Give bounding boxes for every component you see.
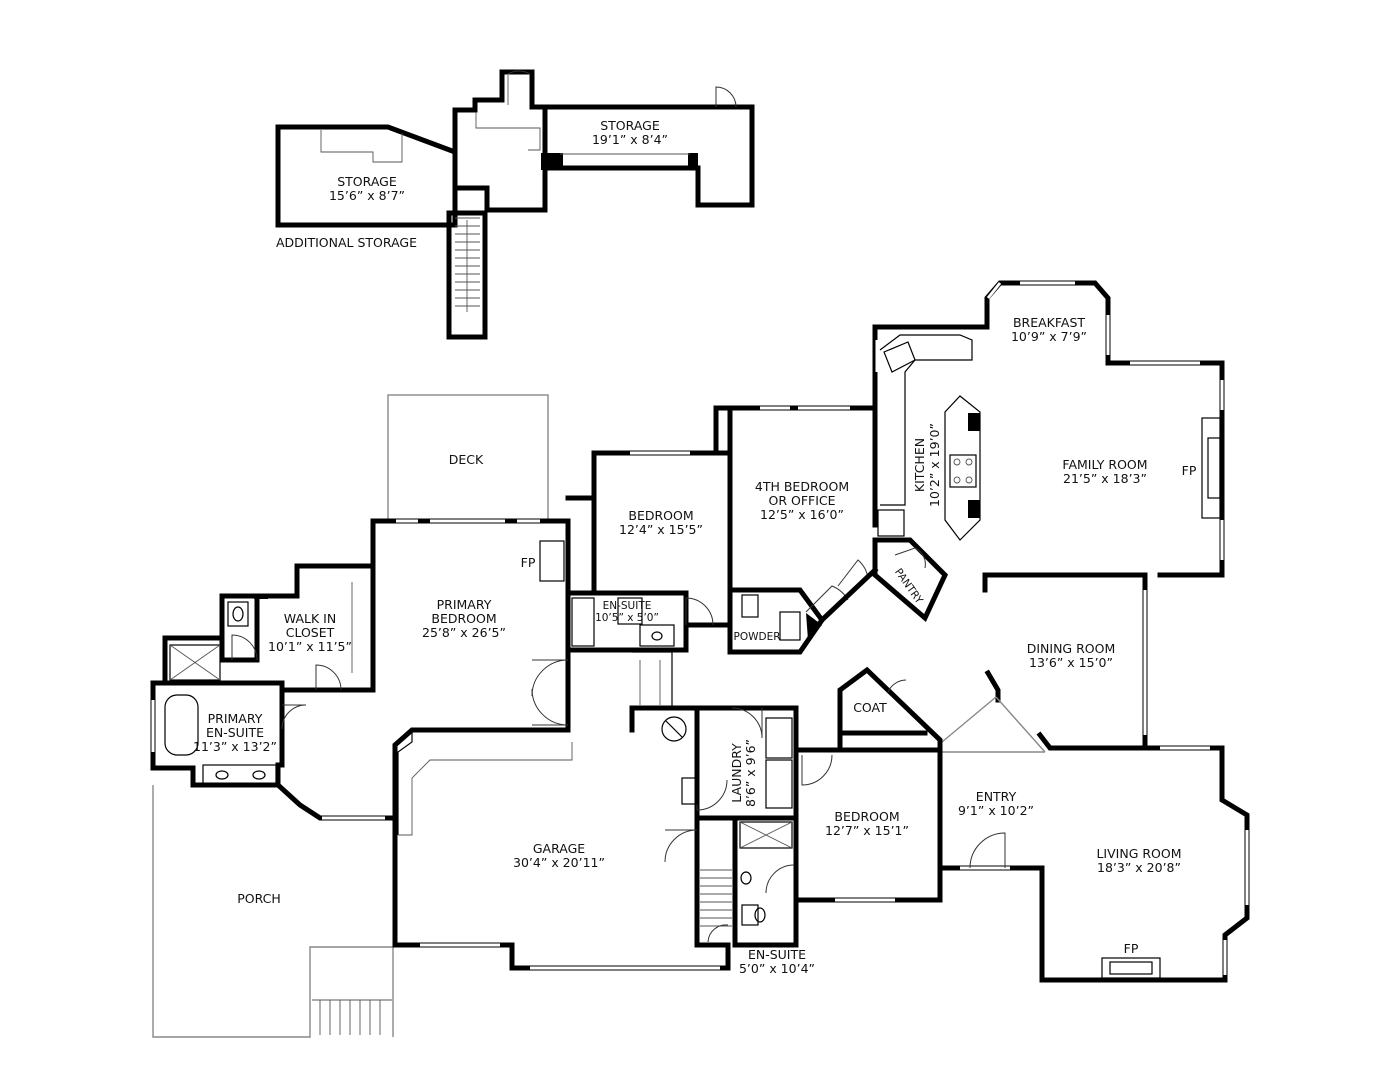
deck-name: DECK xyxy=(449,452,484,467)
walk-in-closet-name-2: CLOSET xyxy=(286,625,335,640)
garage-name: GARAGE xyxy=(533,841,585,856)
family-room-dims: 21’5” x 18’3” xyxy=(1063,471,1147,486)
breakfast-dims: 10’9” x 7’9” xyxy=(1011,329,1087,344)
bedroom-upper-name: BEDROOM xyxy=(628,508,693,523)
main-floor xyxy=(150,280,1250,1038)
laundry-dims: 8’6” x 9’6” xyxy=(743,739,758,807)
primary-bedroom-name-1: PRIMARY xyxy=(437,597,492,612)
primary-en-suite-name-2: EN-SUITE xyxy=(206,725,264,740)
bedroom-upper-dims: 12’4” x 15’5” xyxy=(619,522,703,537)
family-room-fireplace: FP xyxy=(1182,463,1197,478)
storage-left-dims: 15’6” x 8’7” xyxy=(329,188,405,203)
storage-right-dims: 19’1” x 8’4” xyxy=(592,132,668,147)
laundry-name: LAUNDRY xyxy=(729,743,744,803)
kitchen-dims: 10’2” x 19’0” xyxy=(927,423,942,507)
dining-room-dims: 13’6” x 15’0” xyxy=(1029,655,1113,670)
living-room-name: LIVING ROOM xyxy=(1096,846,1181,861)
powder-name: POWDER xyxy=(734,631,781,643)
pantry-name: PANTRY xyxy=(892,566,925,606)
additional-storage-caption: ADDITIONAL STORAGE xyxy=(276,235,417,250)
primary-en-suite-name-1: PRIMARY xyxy=(208,711,263,726)
coat-name: COAT xyxy=(853,700,887,715)
walk-in-closet-dims: 10’1” x 11’5” xyxy=(268,639,352,654)
living-room-dims: 18’3” x 20’8” xyxy=(1097,860,1181,875)
garage-dims: 30’4” x 20’11” xyxy=(513,855,605,870)
storage-left-name: STORAGE xyxy=(337,174,397,189)
labels: STORAGE 15’6” x 8’7” STORAGE 19’1” x 8’4… xyxy=(193,118,1197,976)
family-room-name: FAMILY ROOM xyxy=(1062,457,1147,472)
primary-bedroom-dims: 25’8” x 26’5” xyxy=(422,625,506,640)
primary-en-suite-dims: 11’3” x 13’2” xyxy=(193,739,277,754)
en-suite-lower-name: EN-SUITE xyxy=(748,947,806,962)
walk-in-closet-name-1: WALK IN xyxy=(284,611,336,626)
porch-name: PORCH xyxy=(237,891,281,906)
en-suite-upper-name: EN-SUITE xyxy=(603,600,652,612)
dining-room-name: DINING ROOM xyxy=(1027,641,1116,656)
en-suite-upper-dims: 10’5” x 5’0” xyxy=(595,612,659,624)
fourth-bedroom-name-1: 4TH BEDROOM xyxy=(755,479,849,494)
kitchen-name: KITCHEN xyxy=(912,438,927,492)
entry-name: ENTRY xyxy=(976,789,1017,804)
additional-storage-area xyxy=(275,69,755,340)
fourth-bedroom-dims: 12’5” x 16’0” xyxy=(760,507,844,522)
bedroom-lower-dims: 12’7” x 15’1” xyxy=(825,823,909,838)
living-room-fireplace: FP xyxy=(1124,941,1139,956)
bedroom-lower-name: BEDROOM xyxy=(834,809,899,824)
storage-right-name: STORAGE xyxy=(600,118,660,133)
primary-bedroom-fireplace: FP xyxy=(521,555,536,570)
entry-dims: 9’1” x 10’2” xyxy=(958,803,1034,818)
en-suite-lower-dims: 5’0” x 10’4” xyxy=(739,961,815,976)
fourth-bedroom-name-2: OR OFFICE xyxy=(768,493,835,508)
primary-bedroom-name-2: BEDROOM xyxy=(431,611,496,626)
breakfast-name: BREAKFAST xyxy=(1013,315,1085,330)
